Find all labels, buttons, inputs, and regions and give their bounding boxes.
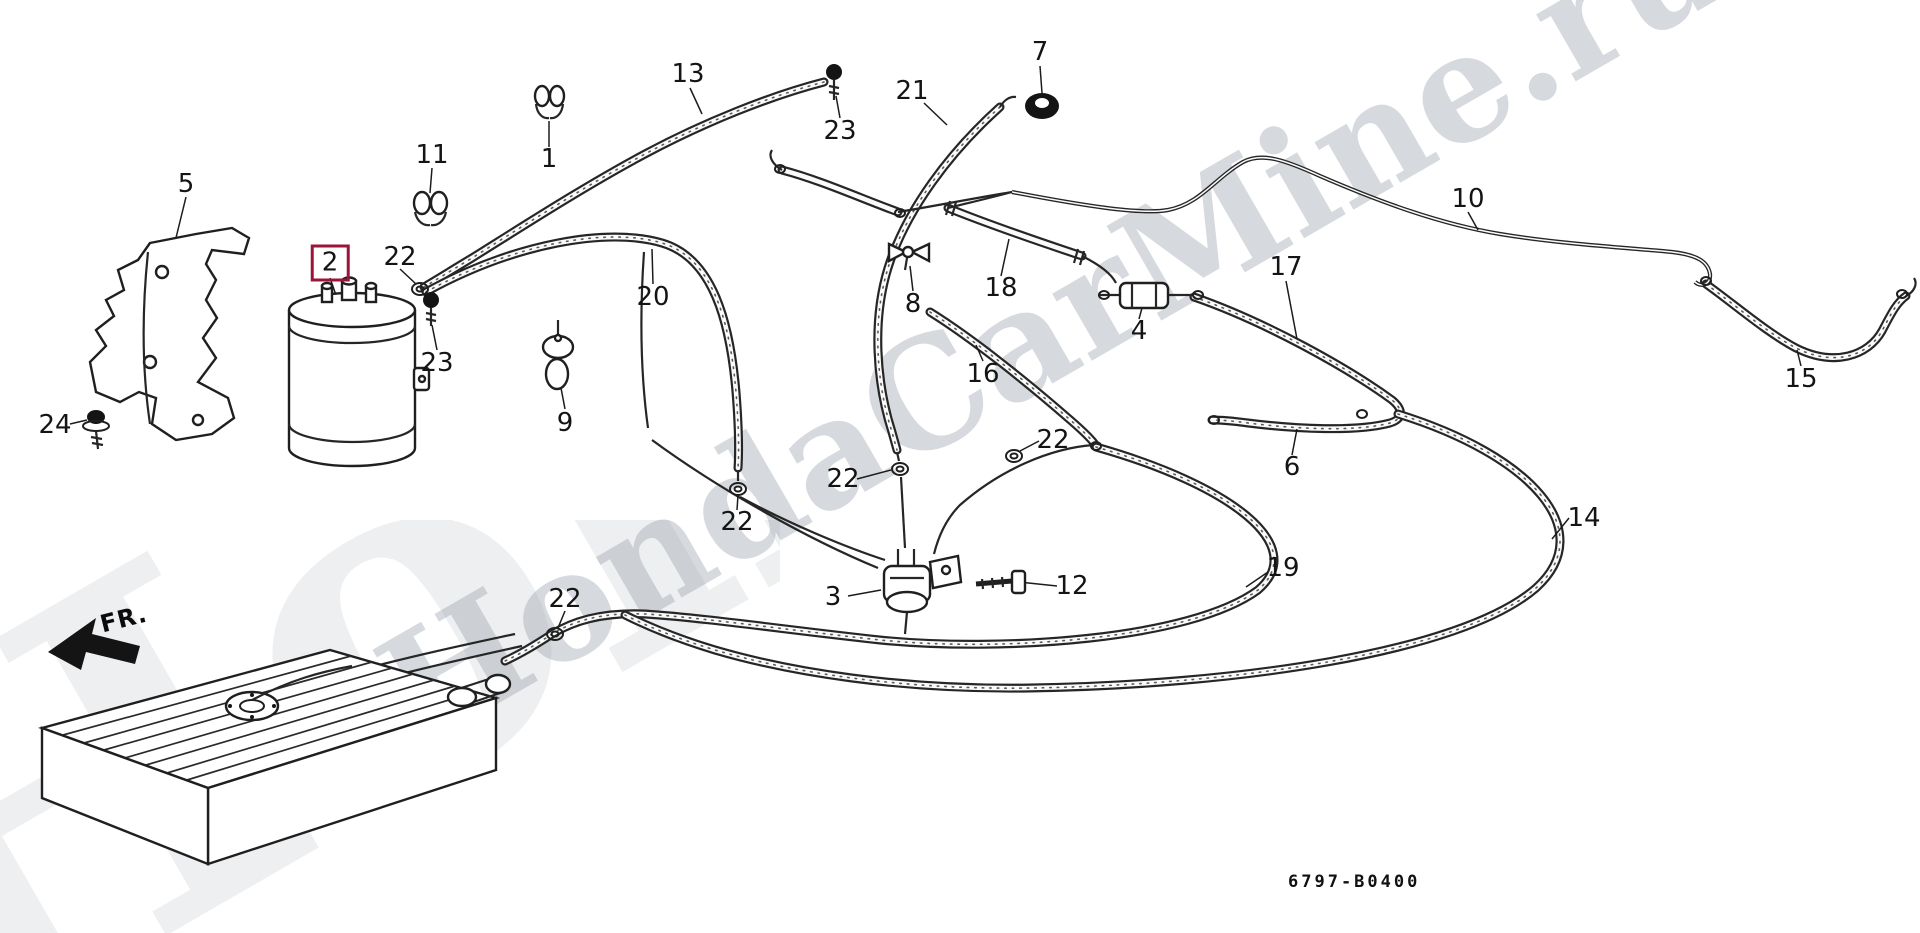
- callout-16[interactable]: 16: [966, 359, 1000, 389]
- hose-clamp-icon: [412, 190, 449, 227]
- callout-12[interactable]: 12: [1055, 571, 1089, 601]
- callout-6[interactable]: 6: [1283, 452, 1301, 482]
- fitting-ring-icon: [774, 164, 1908, 451]
- callout-22[interactable]: 22: [720, 507, 754, 537]
- callout-7[interactable]: 7: [1031, 37, 1049, 67]
- canister-drawing: [287, 276, 431, 468]
- callout-23[interactable]: 23: [420, 348, 454, 378]
- callout-13[interactable]: 13: [671, 59, 705, 89]
- wing-clamp-icon: [887, 242, 931, 271]
- callout-15[interactable]: 15: [1784, 364, 1818, 394]
- diagram-code: 6797-B0400: [1288, 872, 1421, 892]
- bolt-icon: [423, 292, 439, 326]
- callout-18[interactable]: 18: [984, 273, 1018, 303]
- callout-4[interactable]: 4: [1130, 316, 1148, 346]
- purge-valve-drawing: [882, 549, 963, 614]
- callout-19[interactable]: 19: [1266, 553, 1300, 583]
- callout-22[interactable]: 22: [1036, 425, 1070, 455]
- grommet-icon: [1025, 93, 1059, 119]
- bolt-washer-icon: [82, 410, 110, 450]
- check-valve-drawing: [1098, 281, 1204, 310]
- callout-17[interactable]: 17: [1269, 252, 1303, 282]
- screw-icon: [975, 569, 1027, 595]
- callout-22[interactable]: 22: [826, 464, 860, 494]
- leader-lines: [69, 65, 1802, 629]
- fr-arrow-icon: [48, 618, 140, 670]
- callout-23[interactable]: 23: [823, 116, 857, 146]
- callout-21[interactable]: 21: [895, 76, 929, 106]
- bolt-icon: [826, 64, 842, 100]
- callout-24[interactable]: 24: [38, 410, 72, 440]
- callout-11[interactable]: 11: [415, 140, 449, 170]
- callout-14[interactable]: 14: [1567, 503, 1601, 533]
- callout-2[interactable]: 2: [310, 244, 350, 282]
- callout-22[interactable]: 22: [548, 584, 582, 614]
- fuel-tank-drawing: [38, 648, 512, 866]
- callout-1[interactable]: 1: [540, 144, 558, 174]
- callout-9[interactable]: 9: [556, 408, 574, 438]
- seal-ring-icon: [411, 282, 1023, 641]
- tube-clamp-icon: [541, 320, 575, 391]
- callout-20[interactable]: 20: [636, 282, 670, 312]
- callout-22[interactable]: 22: [383, 242, 417, 272]
- hose-clamp-icon: [533, 84, 566, 120]
- callout-8[interactable]: 8: [904, 289, 922, 319]
- callout-5[interactable]: 5: [177, 169, 195, 199]
- mounting-bracket-drawing: [88, 226, 251, 442]
- callout-3[interactable]: 3: [824, 582, 842, 612]
- callout-10[interactable]: 10: [1451, 184, 1485, 214]
